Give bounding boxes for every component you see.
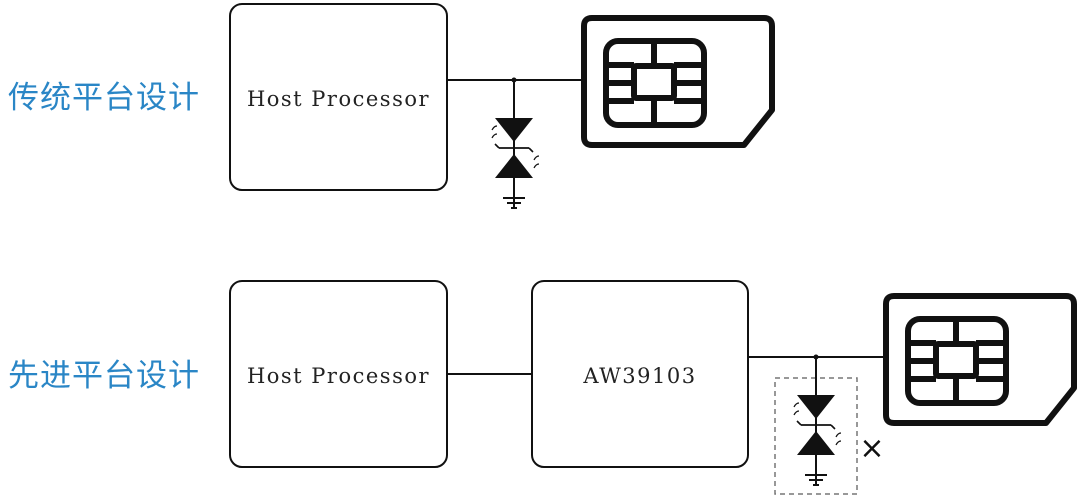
sim-card-icon [883,293,1077,426]
traditional-design-row: 传统平台设计 Host Processor [8,3,775,209]
host-processor-box [229,3,448,191]
aw39103-chip-box [531,280,749,468]
removed-x-mark: × [859,431,884,466]
aw39103-chip-label: AW39103 [582,364,696,388]
advanced-design-label: 先进平台设计 [8,358,200,394]
sim-card-icon [581,15,775,148]
sim-chip-icon [905,316,1009,406]
traditional-design-label: 传统平台设计 [8,80,200,116]
advanced-design-row: 先进平台设计 Host Processor AW39103 × [8,280,1077,495]
tvs-diode-icon [793,357,842,486]
sim-chip-icon [603,38,707,128]
tvs-diode-icon [491,80,540,209]
host-processor-label: Host Processor [247,364,430,388]
host-processor-label: Host Processor [247,87,430,111]
